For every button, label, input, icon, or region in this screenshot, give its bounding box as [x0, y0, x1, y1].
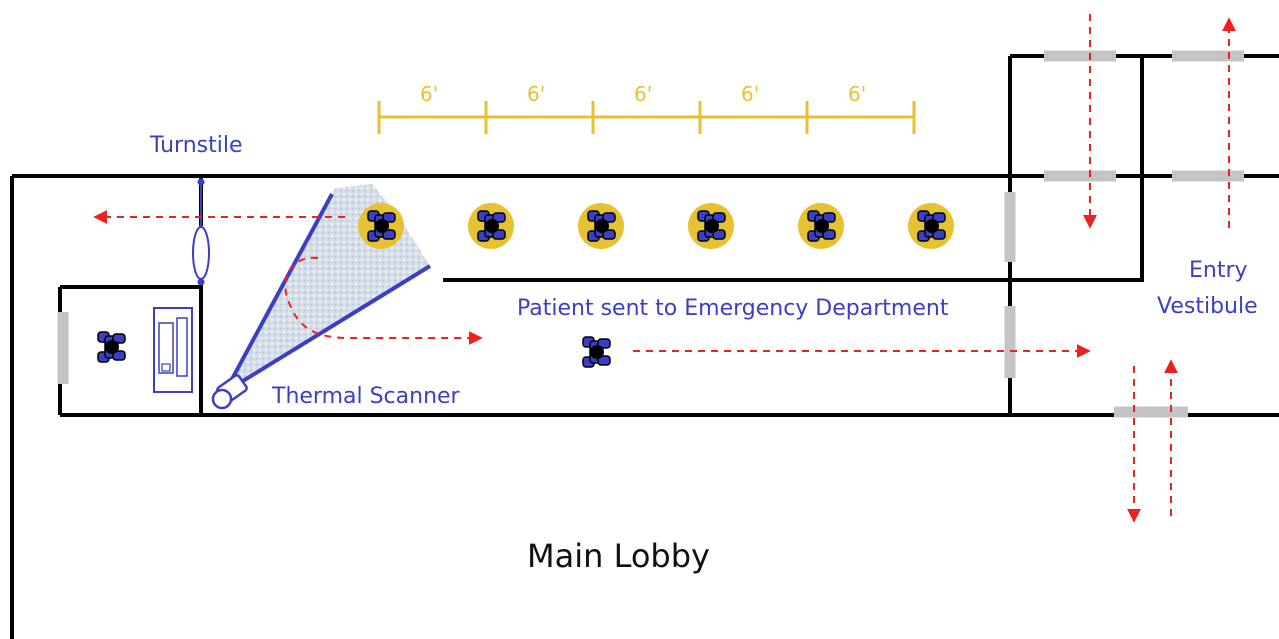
- spacing-label-5: 6': [848, 82, 866, 106]
- queue: [358, 203, 954, 249]
- person-icon: [97, 331, 126, 363]
- entry-vestibule-label-line2: Vestibule: [1157, 294, 1258, 319]
- person-icon: [908, 203, 954, 249]
- person-icon: [468, 203, 514, 249]
- person-icon: [582, 336, 611, 368]
- turnstile-icon: [192, 178, 210, 286]
- patient-sent-label: Patient sent to Emergency Department: [517, 296, 949, 321]
- thermal-scanner-label: Thermal Scanner: [271, 384, 461, 409]
- desk-icon: [153, 307, 193, 393]
- spacing-label-4: 6': [741, 82, 759, 106]
- main-lobby-label: Main Lobby: [527, 537, 710, 575]
- flow-arrows: [93, 14, 1236, 523]
- thermal-camera-icon: [211, 374, 248, 410]
- doors: [57, 50, 1244, 418]
- spacing-label-1: 6': [420, 82, 438, 106]
- standalone-people: [97, 331, 611, 368]
- arrow-scan-reroute: [284, 256, 483, 345]
- entry-vestibule-label-line1: Entry: [1189, 258, 1248, 283]
- person-icon: [578, 203, 624, 249]
- person-icon: [688, 203, 734, 249]
- spacing-label-3: 6': [634, 82, 652, 106]
- spacing-label-2: 6': [527, 82, 545, 106]
- person-icon: [798, 203, 844, 249]
- person-icon: [358, 203, 404, 249]
- turnstile-label: Turnstile: [149, 133, 243, 158]
- spacing-ruler: 6' 6' 6' 6' 6': [377, 82, 916, 134]
